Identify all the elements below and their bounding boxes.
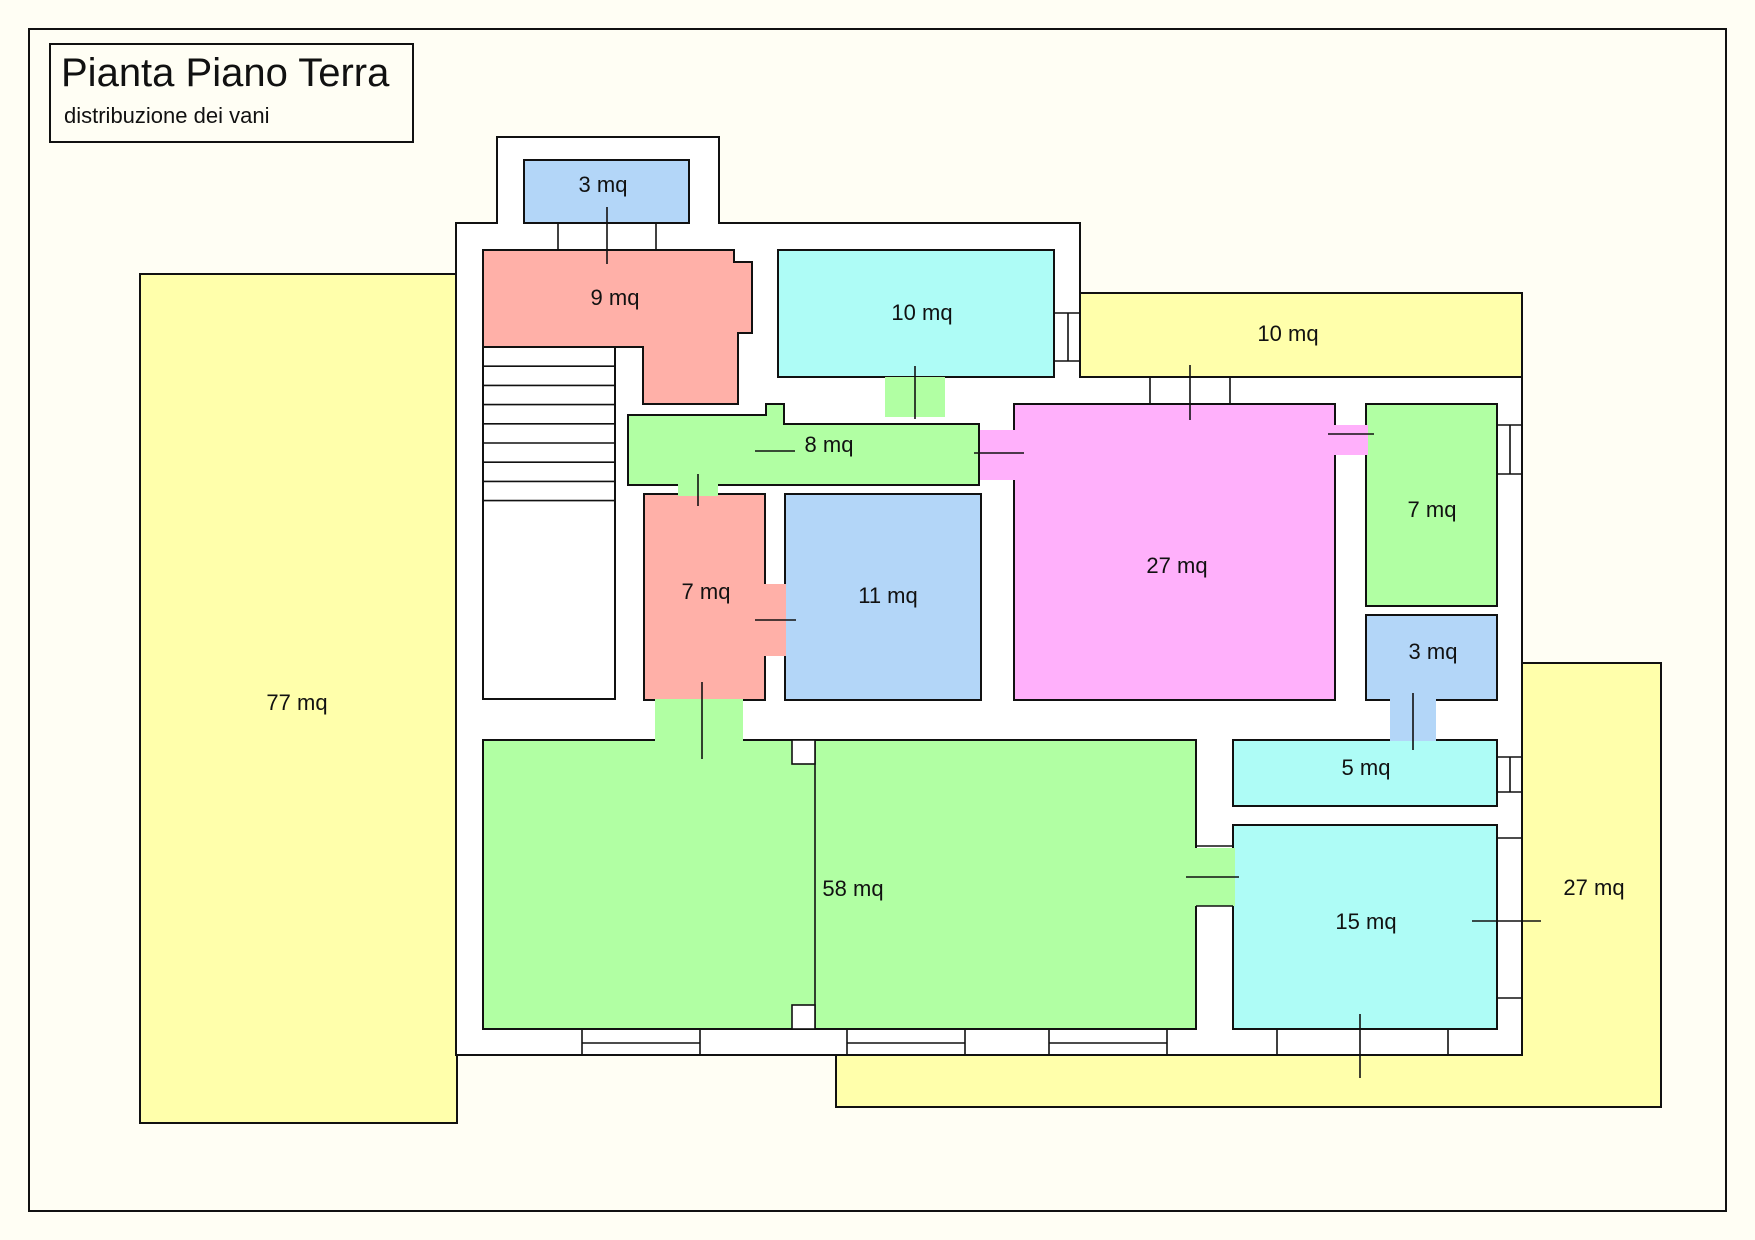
page-subtitle: distribuzione dei vani bbox=[64, 103, 269, 128]
room-77mq bbox=[139, 273, 458, 1124]
title-block: Pianta Piano Terra distribuzione dei van… bbox=[49, 43, 414, 143]
room-label: 15 mq bbox=[1335, 909, 1396, 934]
room-label: 9 mq bbox=[591, 285, 640, 310]
room-label: 27 mq bbox=[1146, 553, 1207, 578]
room-9mq bbox=[482, 249, 753, 405]
room-label: 11 mq bbox=[858, 583, 918, 608]
room-label: 77 mq bbox=[266, 690, 327, 715]
room-label: 58 mq bbox=[822, 876, 883, 901]
room-7mq-left bbox=[643, 493, 766, 701]
room-label: 27 mq bbox=[1563, 875, 1624, 900]
room-11mq bbox=[784, 493, 982, 701]
room-3mq-right bbox=[1365, 614, 1498, 701]
room-label: 3 mq bbox=[579, 172, 628, 197]
room-label: 10 mq bbox=[891, 300, 952, 325]
room-label: 8 mq bbox=[805, 432, 854, 457]
room-15mq bbox=[1232, 824, 1498, 1030]
room-label: 7 mq bbox=[1408, 497, 1457, 522]
room-label: 10 mq bbox=[1257, 321, 1318, 346]
room-5mq bbox=[1232, 739, 1498, 807]
door-gap bbox=[1334, 425, 1368, 455]
pillar bbox=[791, 1004, 816, 1030]
staircase bbox=[482, 346, 616, 700]
wall-junction bbox=[1079, 378, 1521, 380]
room-7mq-right bbox=[1365, 403, 1498, 607]
room-labels: 3 mq 9 mq 10 mq 10 mq 8 mq 7 mq 11 mq 27… bbox=[266, 172, 1624, 934]
room-label: 5 mq bbox=[1342, 755, 1391, 780]
page-title: Pianta Piano Terra bbox=[61, 51, 390, 95]
room-8mq bbox=[627, 403, 980, 486]
staircase-outline bbox=[482, 346, 616, 700]
pillar bbox=[791, 739, 816, 765]
title-box bbox=[49, 43, 414, 143]
wall-details bbox=[557, 223, 1522, 1055]
page-border bbox=[28, 28, 1727, 1212]
room-27mq bbox=[1013, 403, 1336, 701]
room-58mq bbox=[482, 739, 1197, 1030]
door-marks bbox=[606, 207, 1541, 1078]
room-3mq-top bbox=[523, 159, 690, 224]
room-label: 3 mq bbox=[1409, 639, 1458, 664]
room-label: 7 mq bbox=[682, 579, 731, 604]
door-gap bbox=[980, 430, 1016, 480]
door-gap bbox=[655, 699, 743, 741]
